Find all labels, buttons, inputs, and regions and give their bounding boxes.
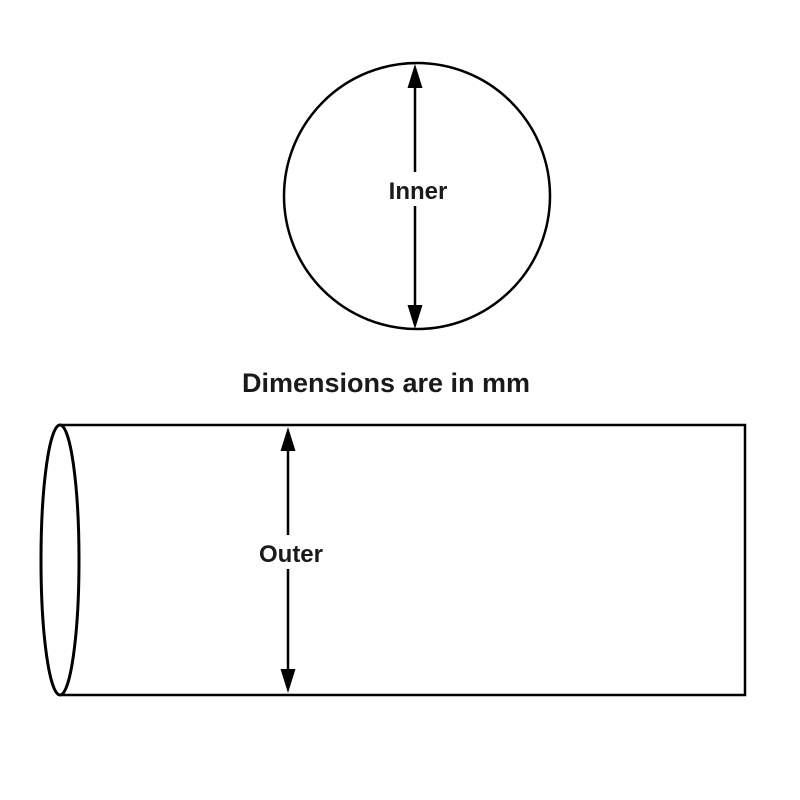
inner-diameter-circle [282, 61, 552, 331]
inner-arrowhead-down-icon [407, 305, 423, 329]
cylinder-body [60, 423, 747, 697]
inner-label: Inner [389, 178, 448, 205]
outer-arrowhead-up-icon [280, 427, 296, 451]
outer-arrowhead-down-icon [280, 669, 296, 693]
inner-arrowhead-up-icon [407, 64, 423, 88]
caption: Dimensions are in mm [242, 368, 530, 398]
inner-label-backing [380, 172, 456, 206]
outer-cylinder [39, 423, 747, 697]
outer-label: Outer [259, 541, 323, 568]
cylinder-end-ellipse [39, 423, 81, 697]
outer-label-backing [250, 535, 332, 569]
